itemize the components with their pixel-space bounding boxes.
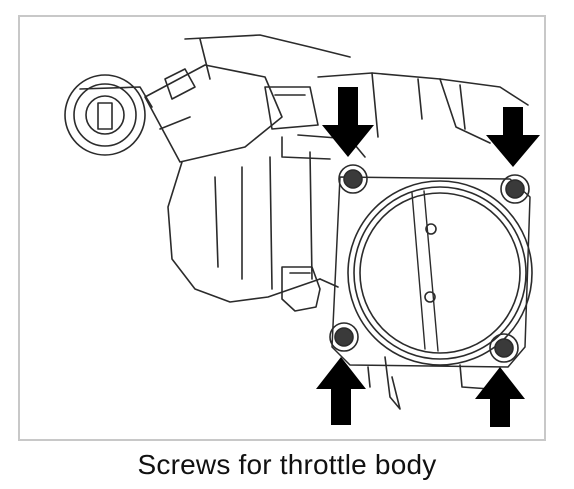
diagram-frame	[18, 15, 546, 441]
arrow-up-left-icon	[316, 357, 366, 425]
screw-top-right	[500, 174, 530, 204]
arrow-down-right-icon	[486, 107, 540, 167]
figure-caption: Screws for throttle body	[137, 449, 437, 480]
throttle-body-drawing	[64, 34, 540, 427]
screw-bottom-left	[329, 322, 359, 352]
arrow-down-left-icon	[322, 87, 374, 157]
sensor-cap	[64, 74, 153, 156]
arrow-up-right-icon	[475, 367, 525, 427]
lower-fitting	[281, 266, 339, 312]
screw-top-left	[338, 164, 368, 194]
screw-bottom-right	[489, 333, 519, 363]
motor-housing	[144, 64, 321, 303]
